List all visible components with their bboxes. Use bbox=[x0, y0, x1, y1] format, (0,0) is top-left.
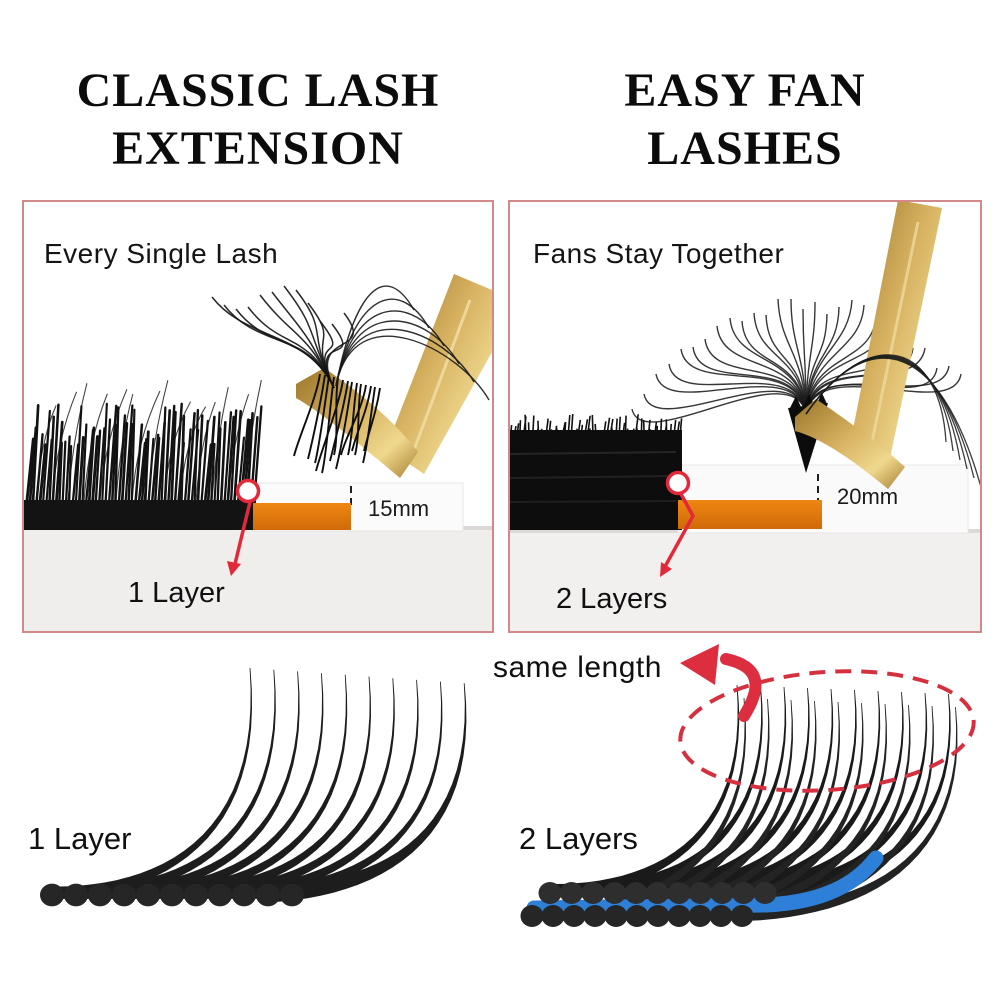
diagram-label-left: 1 Layer bbox=[28, 821, 131, 856]
strip-sheen bbox=[510, 451, 677, 455]
strip-sheen bbox=[510, 500, 677, 503]
same-length-ellipse-icon bbox=[678, 669, 976, 793]
lash-strip-base bbox=[24, 500, 256, 530]
tweezer-highlight bbox=[870, 221, 920, 443]
easy-fan-photo: Fans Stay Together 20mm 2 Layers bbox=[510, 202, 980, 631]
heading-line: LASHES bbox=[647, 122, 843, 175]
table-surface bbox=[510, 533, 980, 631]
tweezer-arm bbox=[386, 274, 492, 474]
layers-diagram: 1 Layer 2 Layers same length bbox=[28, 644, 976, 927]
fan-lashes-over-tweezer bbox=[805, 354, 980, 486]
classic-lash-photo: Every Single Lash 15mm 1 Layer bbox=[24, 238, 492, 631]
callout-arrow-head-icon bbox=[227, 561, 241, 576]
layer-callout-label: 1 Layer bbox=[128, 577, 225, 609]
easy-fan-heading: EASY FAN LASHES bbox=[508, 62, 982, 178]
layer-callout-label: 2 Layers bbox=[556, 583, 667, 615]
callout-arrow-line bbox=[660, 493, 695, 573]
tweezer-arm bbox=[850, 202, 942, 468]
same-length-annotation: same length bbox=[493, 651, 662, 684]
photo-caption: Fans Stay Together bbox=[533, 238, 784, 269]
diagram-label-right: 2 Layers bbox=[519, 821, 638, 856]
callout-circle-icon bbox=[665, 470, 691, 496]
table-surface bbox=[24, 530, 492, 631]
gold-tweezers bbox=[795, 202, 942, 489]
spike-tooth bbox=[790, 396, 801, 408]
classic-lash-heading: CLASSIC LASH EXTENSION bbox=[22, 62, 494, 178]
spike-tooth bbox=[803, 394, 814, 406]
heading-line: EASY FAN bbox=[624, 64, 866, 117]
tweezer-foot bbox=[795, 399, 905, 489]
measurement-label: 20mm bbox=[837, 484, 898, 509]
measurement-label: 15mm bbox=[368, 496, 429, 521]
orange-tape-strip bbox=[253, 503, 351, 530]
curved-arrow-head-icon bbox=[680, 644, 719, 685]
heading-line: EXTENSION bbox=[112, 122, 404, 175]
callout-arrow-line bbox=[233, 501, 252, 565]
two-layer-lash-diagram bbox=[520, 685, 958, 927]
single-lash-tuft bbox=[211, 285, 490, 474]
lash-strip-base bbox=[510, 430, 682, 530]
photo-caption: Every Single Lash bbox=[44, 238, 278, 269]
strip-sheen bbox=[510, 475, 677, 479]
orange-tape-strip bbox=[678, 500, 822, 529]
tweezer-highlight bbox=[412, 299, 472, 451]
callout-arrow-head-icon bbox=[660, 562, 672, 577]
heading-line: CLASSIC LASH bbox=[76, 64, 440, 117]
lash-strip-fibers bbox=[24, 379, 263, 512]
classic-lash-photo-panel: Every Single Lash 15mm 1 Layer bbox=[22, 200, 494, 633]
curved-arrow-tail bbox=[720, 653, 762, 722]
one-layer-lash-diagram bbox=[40, 668, 467, 907]
easy-fan-photo-panel: Fans Stay Together 20mm 2 Layers bbox=[508, 200, 982, 633]
callout-circle-icon bbox=[235, 478, 261, 504]
